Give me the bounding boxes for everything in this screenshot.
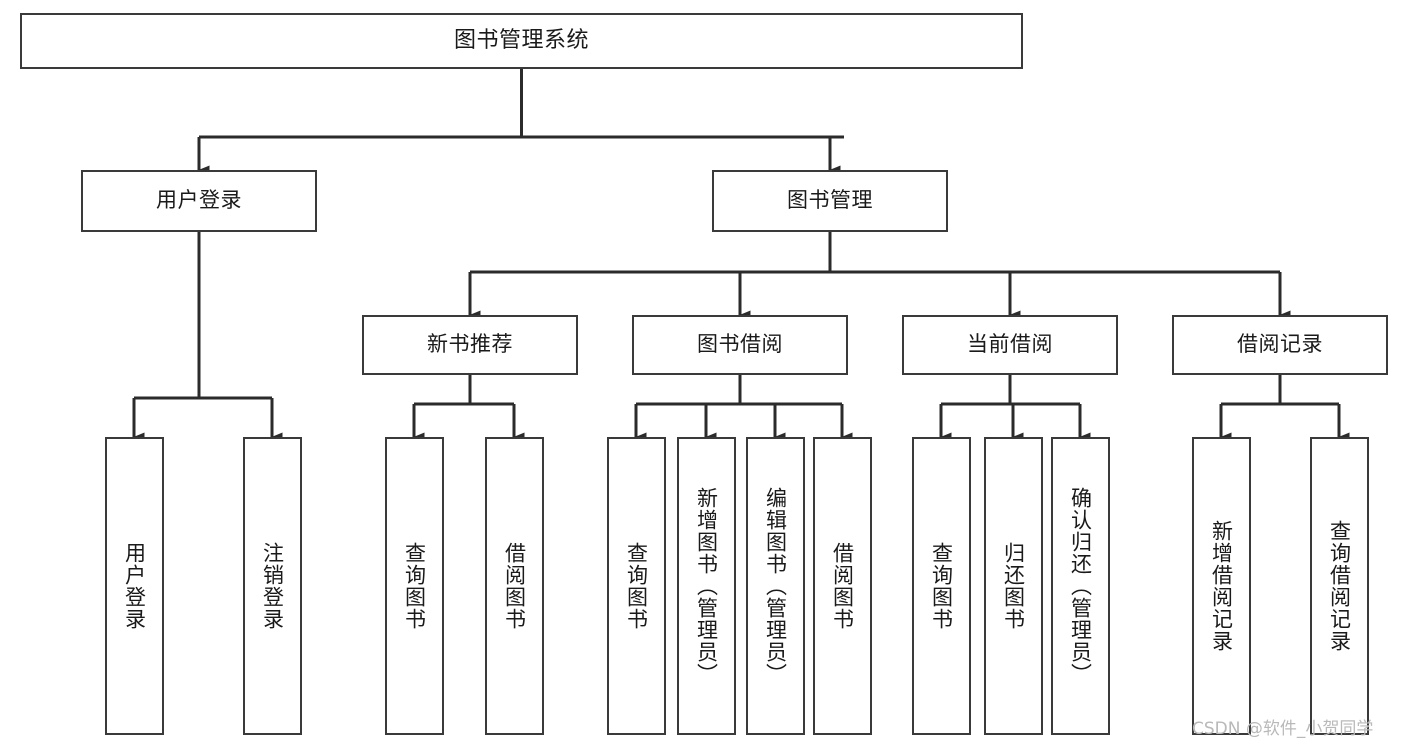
node-leaf-query-book-1[interactable]: 查询图书 <box>385 437 444 735</box>
node-label: 用户登录 <box>122 542 147 630</box>
node-label: 查询图书 <box>929 542 954 630</box>
node-label: 用户登录 <box>156 188 242 213</box>
node-label: 编辑图书（管理员） <box>763 487 788 685</box>
node-new-book-recommend[interactable]: 新书推荐 <box>362 315 578 375</box>
node-leaf-query-book-2[interactable]: 查询图书 <box>607 437 666 735</box>
node-leaf-user-login[interactable]: 用户登录 <box>105 437 164 735</box>
node-label: 借阅记录 <box>1237 332 1323 357</box>
node-book-borrow[interactable]: 图书借阅 <box>632 315 848 375</box>
node-leaf-add-record[interactable]: 新增借阅记录 <box>1192 437 1251 735</box>
node-leaf-edit-book[interactable]: 编辑图书（管理员） <box>746 437 805 735</box>
node-current-borrow[interactable]: 当前借阅 <box>902 315 1118 375</box>
node-label: 借阅图书 <box>502 542 527 630</box>
node-label: 当前借阅 <box>967 332 1053 357</box>
node-leaf-borrow-book-1[interactable]: 借阅图书 <box>485 437 544 735</box>
node-label: 查询图书 <box>402 542 427 630</box>
node-label: 新增图书（管理员） <box>694 487 719 685</box>
node-label: 新增借阅记录 <box>1209 520 1234 652</box>
node-label: 查询图书 <box>624 542 649 630</box>
node-leaf-query-book-3[interactable]: 查询图书 <box>912 437 971 735</box>
node-label: 查询借阅记录 <box>1327 520 1352 652</box>
node-label: 新书推荐 <box>427 332 513 357</box>
node-leaf-add-book[interactable]: 新增图书（管理员） <box>677 437 736 735</box>
node-label: 图书管理 <box>787 188 873 213</box>
node-leaf-borrow-book-2[interactable]: 借阅图书 <box>813 437 872 735</box>
csdn-watermark: CSDN @软件_小贺同学 <box>1192 719 1374 739</box>
node-label: 注销登录 <box>260 542 285 630</box>
node-label: 归还图书 <box>1001 542 1026 630</box>
node-user-login[interactable]: 用户登录 <box>81 170 317 232</box>
node-leaf-return-book[interactable]: 归还图书 <box>984 437 1043 735</box>
node-label: 借阅图书 <box>830 542 855 630</box>
node-root-system[interactable]: 图书管理系统 <box>20 13 1023 69</box>
node-label: 图书管理系统 <box>453 27 589 53</box>
node-label: 图书借阅 <box>697 332 783 357</box>
node-leaf-confirm-return[interactable]: 确认归还（管理员） <box>1051 437 1110 735</box>
node-label: 确认归还（管理员） <box>1068 487 1093 685</box>
node-leaf-query-record[interactable]: 查询借阅记录 <box>1310 437 1369 735</box>
node-leaf-logout[interactable]: 注销登录 <box>243 437 302 735</box>
node-borrow-record[interactable]: 借阅记录 <box>1172 315 1388 375</box>
node-book-manage[interactable]: 图书管理 <box>712 170 948 232</box>
